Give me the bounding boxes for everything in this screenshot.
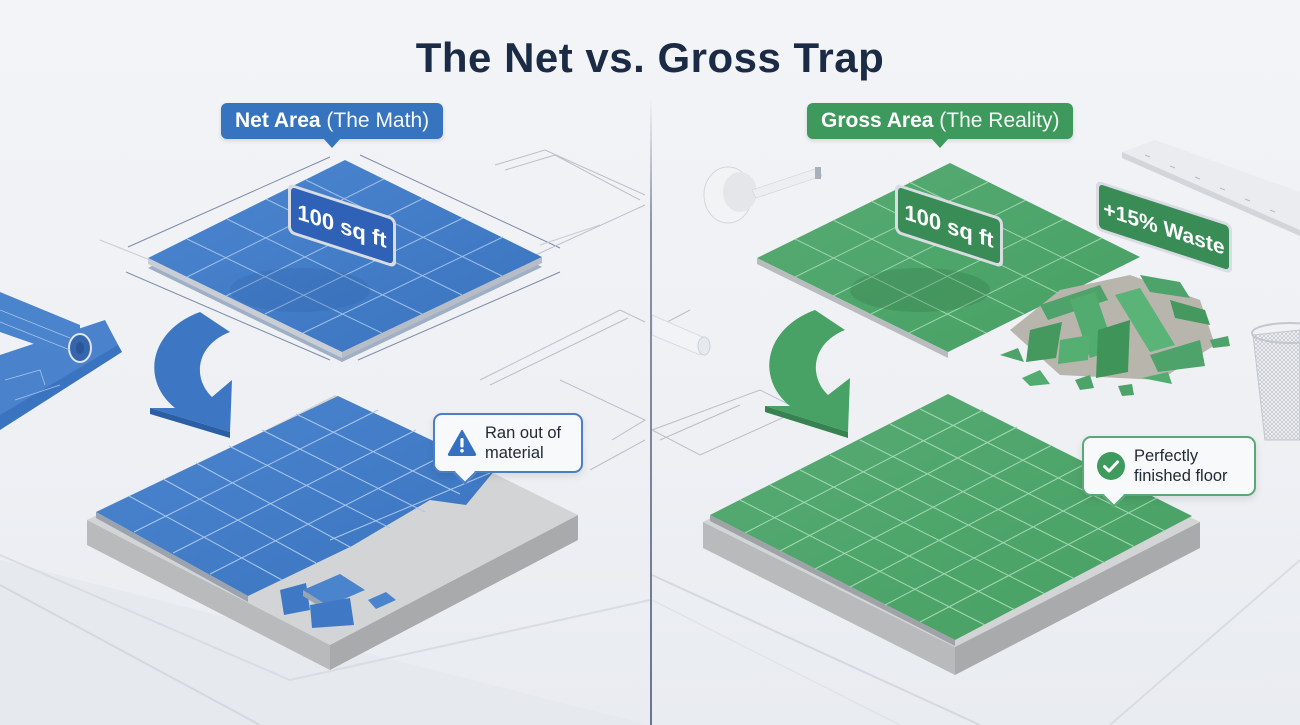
left-curved-arrow-down xyxy=(150,312,232,438)
gross-area-header: Gross Area (The Reality) xyxy=(807,103,1074,148)
ran-out-callout: Ran out of material xyxy=(433,413,583,473)
ran-out-line2: material xyxy=(485,444,544,462)
ruler xyxy=(1122,140,1300,236)
page-title: The Net vs. Gross Trap xyxy=(415,34,885,81)
right-full-tiles xyxy=(710,394,1192,646)
finished-line2: finished floor xyxy=(1134,467,1228,485)
panel-divider xyxy=(650,98,652,725)
floor-plan-lines xyxy=(469,149,802,471)
tape-measure xyxy=(703,166,823,224)
net-area-label: Net Area xyxy=(235,109,321,132)
net-area-sublabel: (The Math) xyxy=(320,109,430,132)
right-gross-tile-square xyxy=(757,163,1140,358)
left-net-tile-square xyxy=(148,160,542,362)
tile-scrap-pile xyxy=(1000,275,1230,396)
ran-out-line1: Ran out of xyxy=(485,424,562,442)
rolled-paper xyxy=(651,314,711,356)
finished-line1: Perfectly xyxy=(1134,447,1199,465)
right-curved-arrow-down xyxy=(765,310,850,438)
blueprint-roll xyxy=(0,292,122,430)
dimension-lines xyxy=(99,154,601,361)
net-area-header: Net Area (The Math) xyxy=(221,103,444,148)
left-partial-tiles xyxy=(96,396,495,628)
check-circle-icon xyxy=(1097,452,1125,480)
mesh-wastebasket xyxy=(1251,322,1300,441)
gross-area-sublabel: (The Reality) xyxy=(933,109,1060,132)
gross-area-label: Gross Area xyxy=(821,109,934,132)
right-platform xyxy=(651,559,1300,725)
warning-icon xyxy=(447,430,477,456)
finished-floor-callout: Perfectly finished floor xyxy=(1082,436,1256,496)
